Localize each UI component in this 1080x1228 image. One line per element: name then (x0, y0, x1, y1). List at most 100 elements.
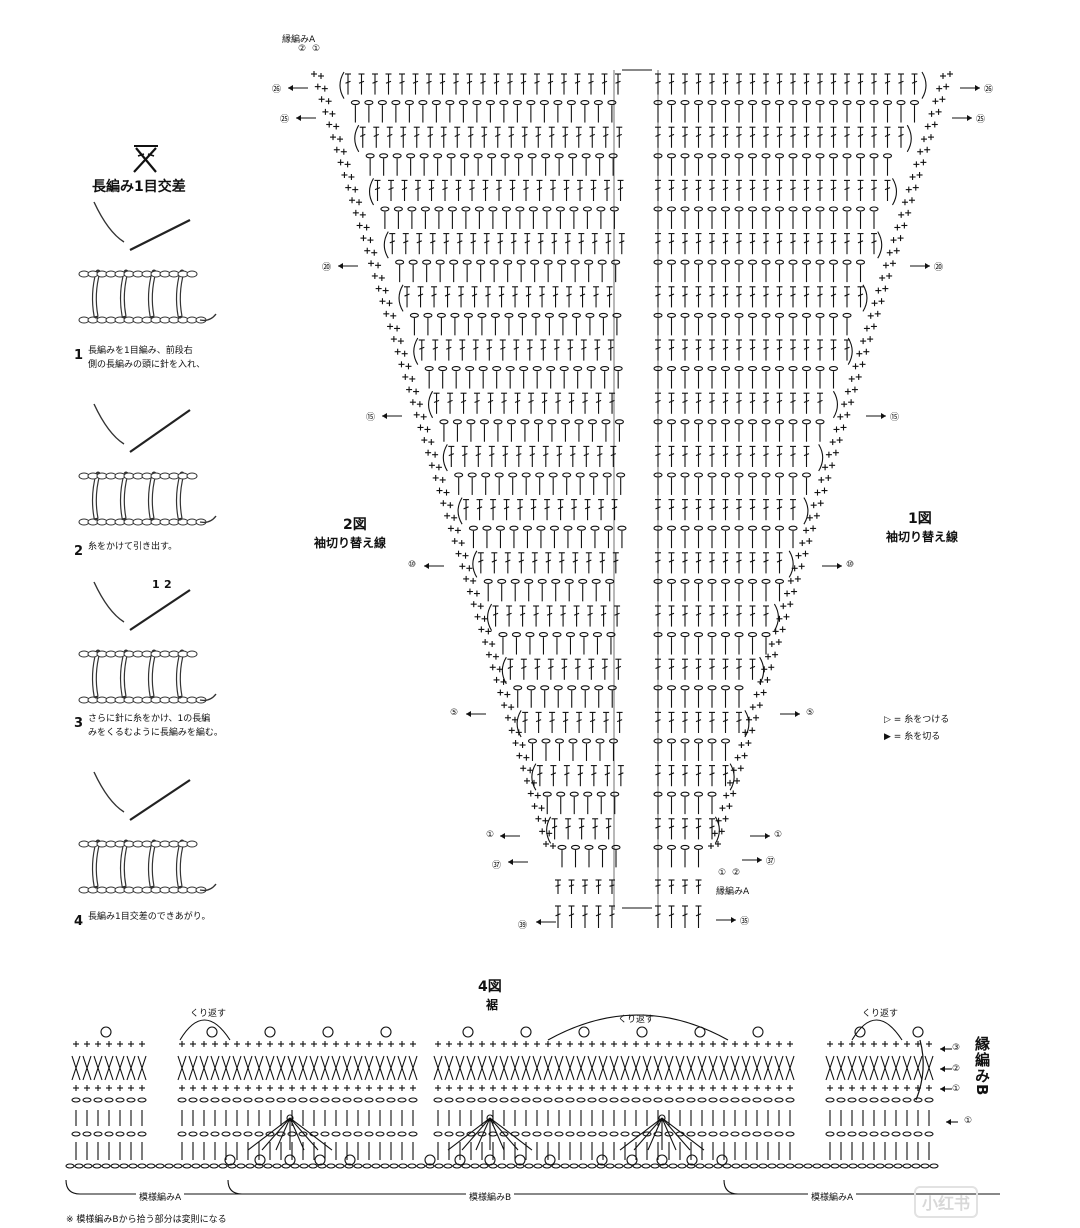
step-3-text-a: さらに針に糸をかけ、1の長編 (88, 714, 211, 724)
chain-stitch (693, 153, 704, 159)
double-crochet-stitch (539, 286, 546, 308)
chain-stitch (137, 1097, 147, 1103)
single-crochet-stitch (267, 1041, 273, 1047)
double-crochet-stitch (445, 339, 452, 361)
chain-stitch (521, 1131, 531, 1137)
chain-stitch (855, 153, 866, 159)
working-yarn (93, 581, 125, 623)
double-crochet-stitch (605, 233, 612, 255)
single-crochet-stitch (322, 1085, 328, 1091)
chain-stitch (611, 259, 621, 265)
chain-stitch (913, 1131, 923, 1137)
chain-stitch (815, 153, 825, 159)
double-crochet-stitch (447, 392, 454, 414)
chain-stitch (761, 366, 771, 372)
chain-stitch (477, 1097, 487, 1103)
chain-stitch (555, 206, 565, 212)
chain-stitch (451, 366, 461, 372)
working-yarn (93, 403, 125, 445)
chain-stitch (533, 1163, 543, 1169)
chain-stitch (875, 1163, 885, 1169)
double-crochet-stitch (871, 233, 877, 255)
double-crochet-stitch (512, 286, 519, 308)
double-crochet-stitch (400, 126, 407, 148)
chain-stitch (668, 1163, 678, 1169)
chain-stitch (543, 1131, 553, 1137)
working-yarn (93, 201, 125, 243)
single-crochet-stitch (245, 1041, 251, 1047)
double-crochet-stitch (486, 339, 493, 361)
double-crochet-stitch (550, 179, 557, 201)
chain-stitch (570, 259, 580, 265)
chain-stitch (680, 366, 690, 372)
chain-stitch (788, 100, 798, 106)
fan-flower (716, 1154, 728, 1166)
single-crochet-stitch (377, 1041, 383, 1047)
chain-stitch (719, 1131, 729, 1137)
chain-stitch (653, 1097, 663, 1103)
step-2: 2 糸をかけて引き出す。 (74, 540, 177, 559)
double-crochet-stitch (857, 73, 864, 95)
edge-b-row-1: ① (952, 1084, 961, 1094)
chain-stitch (82, 1097, 92, 1103)
chain-stitch (489, 259, 499, 265)
chain-stitch (543, 259, 553, 265)
chain-stitch (433, 153, 443, 159)
chain-stitch (434, 206, 444, 212)
chain-stitch (581, 153, 591, 159)
single-crochet-stitch (578, 1085, 584, 1091)
chain-stitch (680, 259, 690, 265)
single-crochet-stitch (377, 1085, 383, 1091)
chain-stitch (434, 1163, 444, 1169)
single-crochet-stitch (655, 1085, 661, 1091)
chain-stitch (365, 153, 375, 159)
chain-stitch (419, 153, 429, 159)
chain-stitch (595, 153, 605, 159)
chain-stitch (747, 366, 758, 372)
double-crochet-stitch (494, 126, 501, 148)
chain-stitch (573, 366, 583, 372)
double-crochet-stitch (588, 73, 594, 95)
chain-stitch (182, 1163, 192, 1169)
chain-stitch (680, 100, 690, 106)
stitch-key-panel: 長編み1目交差 (60, 140, 240, 940)
pattern-bracket (65, 1179, 1000, 1195)
chain-stitch (693, 312, 704, 318)
double-crochet-stitch (844, 73, 850, 95)
chain-stitch (600, 366, 610, 372)
turning-chain (862, 284, 868, 312)
stitch-illustration-1 (78, 201, 217, 324)
chain-stitch (707, 153, 717, 159)
single-crochet-stitch (490, 1085, 496, 1091)
working-yarn (93, 771, 125, 813)
double-crochet-stitch (433, 392, 440, 414)
double-crochet-stitch (551, 233, 558, 255)
single-crochet-stitch (666, 1041, 672, 1047)
double-crochet-stitch (790, 339, 796, 361)
chain-stitch (473, 153, 483, 159)
repeat-label-3: くり返す (862, 1009, 899, 1019)
chain-stitch (531, 312, 541, 318)
double-crochet-stitch (578, 233, 585, 255)
chain-stitch (866, 1163, 876, 1169)
edge-b-label: 縁編みB (973, 1036, 991, 1097)
single-crochet-stitch (256, 1041, 262, 1047)
chain-stitch (902, 1163, 912, 1169)
chain-stitch (146, 1163, 156, 1169)
double-crochet-stitch (682, 392, 688, 414)
double-crochet-stitch (709, 73, 715, 95)
double-crochet-stitch (776, 286, 783, 308)
single-crochet-stitch (926, 1041, 932, 1047)
chain-stitch (720, 259, 731, 265)
chain-stitch (554, 1131, 564, 1137)
chain-stitch (474, 206, 484, 212)
chain-stitch (929, 1163, 939, 1169)
double-crochet-stitch (776, 339, 783, 361)
double-crochet-stitch (528, 392, 535, 414)
single-crochet-stitch (344, 1085, 350, 1091)
chain-stitch (697, 1097, 707, 1103)
chain-stitch (455, 1131, 465, 1137)
single-crochet-stitch (457, 1085, 463, 1091)
fan-flower (544, 1154, 556, 1166)
double-crochet-stitch (566, 286, 573, 308)
